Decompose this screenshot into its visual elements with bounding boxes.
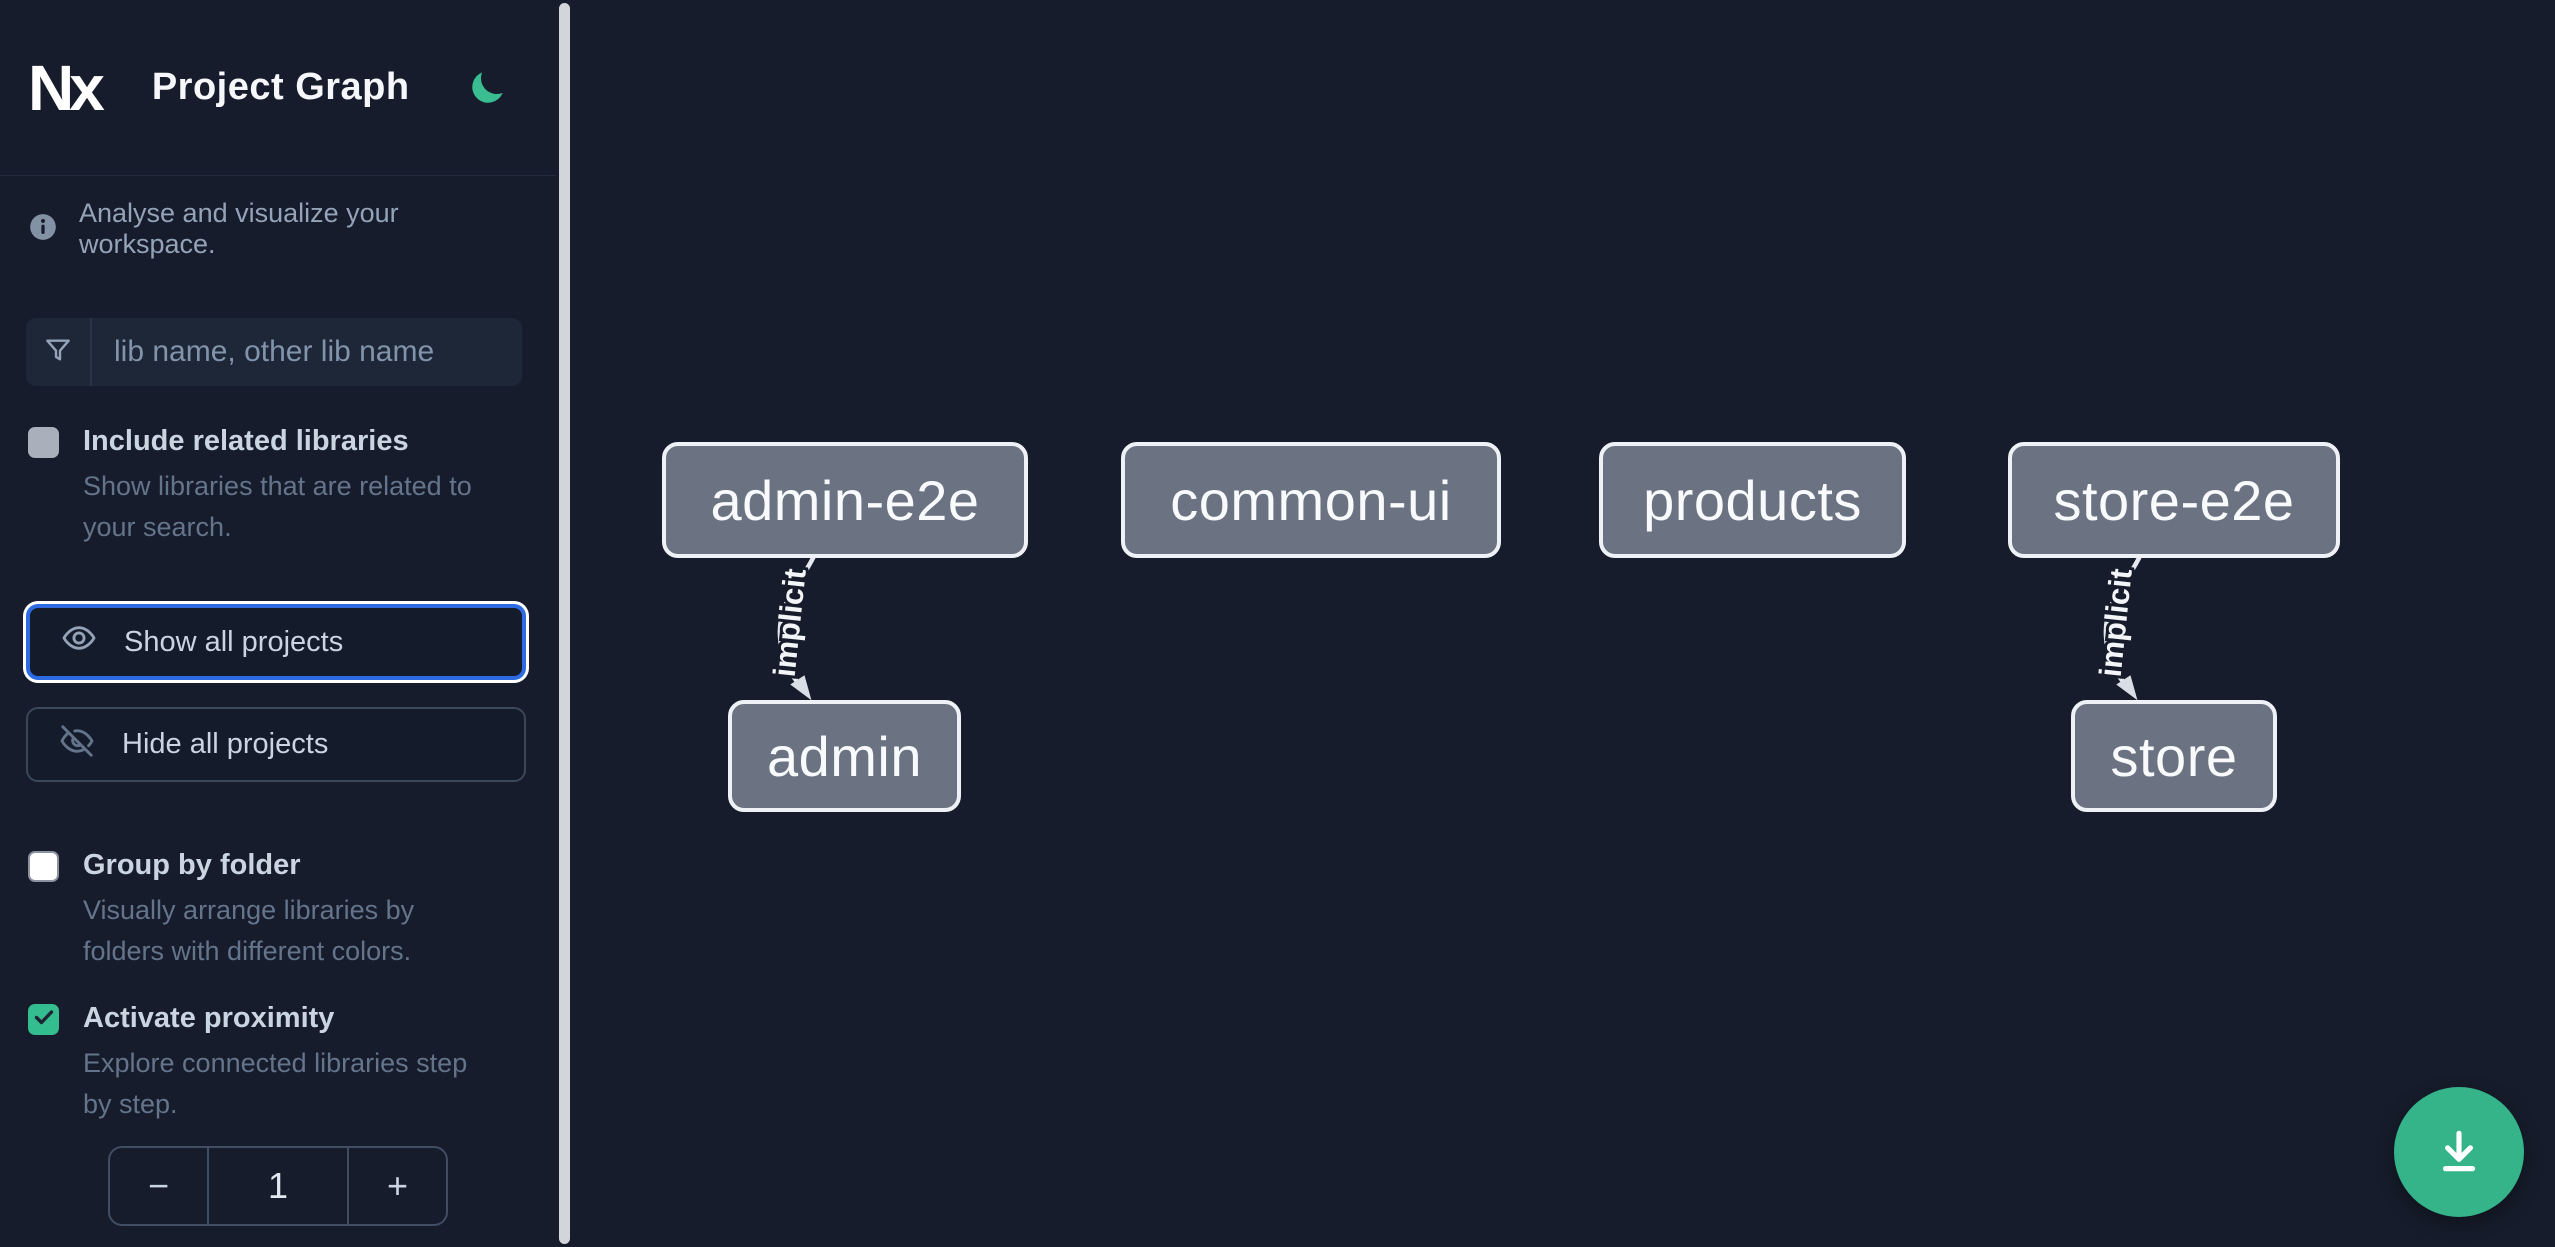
eye-slash-icon — [58, 722, 96, 768]
eye-icon — [60, 619, 98, 665]
proximity-increment-button[interactable]: + — [347, 1148, 446, 1224]
group-by-folder-label[interactable]: Group by folder — [83, 849, 301, 881]
include-related-label[interactable]: Include related libraries — [83, 425, 409, 457]
tagline-text: Analyse and visualize your workspace. — [79, 198, 399, 259]
sidebar-scrollbar[interactable] — [559, 3, 570, 1244]
filter-input[interactable] — [92, 318, 522, 386]
project-graph-canvas[interactable]: implicit implicit admin-e2e common-ui pr… — [571, 0, 2555, 1247]
proximity-decrement-button[interactable]: − — [110, 1148, 209, 1224]
include-related-description: Show libraries that are related to your … — [83, 471, 472, 542]
edge-label: implicit — [2093, 567, 2139, 679]
show-all-projects-button[interactable]: Show all projects — [26, 604, 526, 680]
edge-admin-e2e-admin: implicit — [764, 555, 817, 701]
show-all-projects-label: Show all projects — [124, 625, 344, 658]
edge-label: implicit — [767, 567, 813, 679]
group-by-folder-description: Visually arrange libraries by folders wi… — [83, 895, 415, 966]
activate-proximity-description: Explore connected libraries step by step… — [83, 1048, 468, 1119]
edge-store-e2e-store: implicit — [2090, 555, 2143, 701]
graph-node-admin-e2e[interactable]: admin-e2e — [662, 442, 1028, 558]
group-by-folder-row: Group by folder Visually arrange librari… — [28, 848, 528, 972]
page-title: Project Graph — [151, 66, 410, 108]
moon-icon — [467, 72, 509, 111]
activate-proximity-row: Activate proximity Explore connected lib… — [28, 1001, 528, 1125]
graph-edges: implicit implicit — [764, 555, 2143, 701]
proximity-stepper: − 1 + — [108, 1146, 448, 1226]
sidebar-header: Nx Project Graph — [0, 0, 556, 176]
funnel-button[interactable] — [26, 318, 92, 386]
group-by-folder-checkbox[interactable] — [28, 851, 59, 882]
sidebar: Nx Project Graph Analyse and visualize y… — [0, 0, 556, 1247]
funnel-icon — [42, 334, 74, 371]
graph-node-products[interactable]: products — [1599, 442, 1906, 558]
graph-node-store[interactable]: store — [2071, 700, 2277, 812]
include-related-checkbox[interactable] — [28, 427, 59, 458]
proximity-value: 1 — [267, 1165, 289, 1206]
activate-proximity-checkbox[interactable] — [28, 1004, 59, 1035]
include-related-row: Include related libraries Show libraries… — [28, 424, 528, 548]
download-icon — [2430, 1122, 2488, 1183]
activate-proximity-label[interactable]: Activate proximity — [83, 1002, 335, 1034]
download-image-button[interactable] — [2394, 1087, 2524, 1217]
info-icon — [29, 213, 57, 246]
filter-searchbar — [26, 318, 522, 386]
tagline-row: Analyse and visualize your workspace. — [29, 198, 529, 260]
graph-node-store-e2e[interactable]: store-e2e — [2008, 442, 2340, 558]
theme-toggle-button[interactable] — [466, 66, 510, 110]
check-icon — [32, 1005, 56, 1034]
nx-logo: Nx — [28, 51, 105, 124]
hide-all-projects-label: Hide all projects — [122, 728, 329, 760]
hide-all-projects-button[interactable]: Hide all projects — [26, 707, 526, 782]
graph-node-common-ui[interactable]: common-ui — [1121, 442, 1501, 558]
graph-node-admin[interactable]: admin — [728, 700, 961, 812]
